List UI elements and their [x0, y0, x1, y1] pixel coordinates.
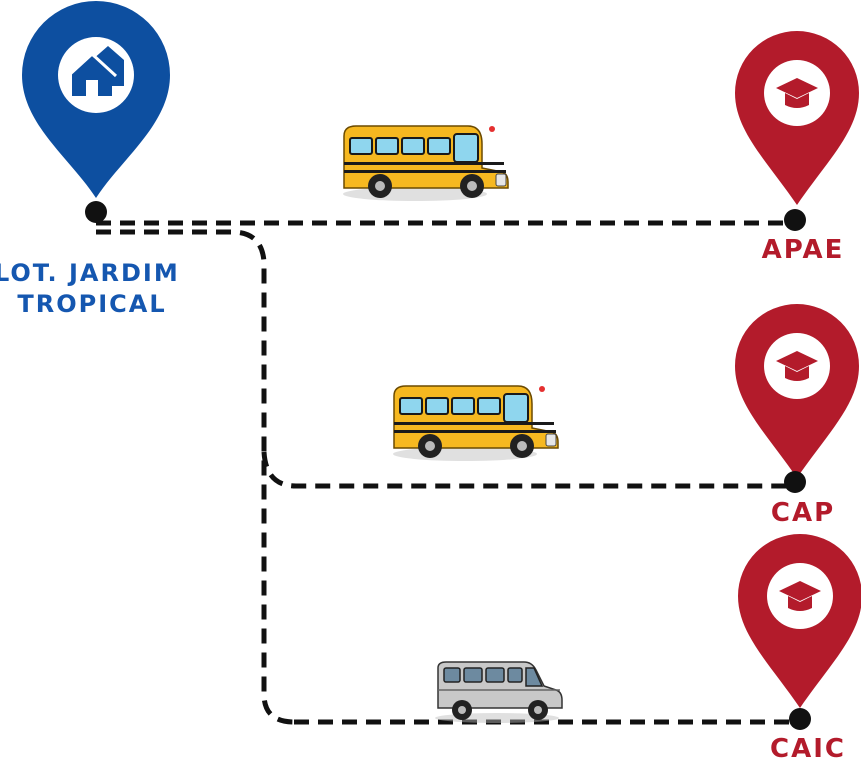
origin-label: LOT. JARDIM TROPICAL	[0, 259, 190, 318]
destination-dot	[784, 471, 806, 493]
school-bus-icon	[342, 125, 509, 202]
destination-apae[interactable]: APAE	[735, 31, 859, 265]
school-bus-icon	[392, 385, 559, 462]
van-icon	[434, 661, 563, 724]
house-icon	[66, 46, 124, 96]
graduation-cap-icon	[738, 534, 861, 708]
graduation-cap-icon	[735, 304, 859, 478]
route-to-cap	[261, 451, 795, 489]
origin-label-line-1: LOT. JARDIM	[0, 259, 180, 287]
origin-marker[interactable]	[22, 1, 170, 223]
destination-dot	[784, 209, 806, 231]
route-trunk	[96, 229, 295, 725]
destination-label-cap: CAP	[771, 498, 835, 528]
origin-label-line-2: TROPICAL	[17, 290, 166, 318]
route-paths	[96, 220, 800, 725]
destination-dot	[789, 708, 811, 730]
destination-cap[interactable]: CAP	[735, 304, 859, 528]
destination-label-apae: APAE	[762, 235, 845, 265]
origin-dot	[85, 201, 107, 223]
destination-label-caic: CAIC	[770, 734, 846, 764]
destination-caic[interactable]: CAIC	[738, 534, 861, 764]
graduation-cap-icon	[735, 31, 859, 205]
